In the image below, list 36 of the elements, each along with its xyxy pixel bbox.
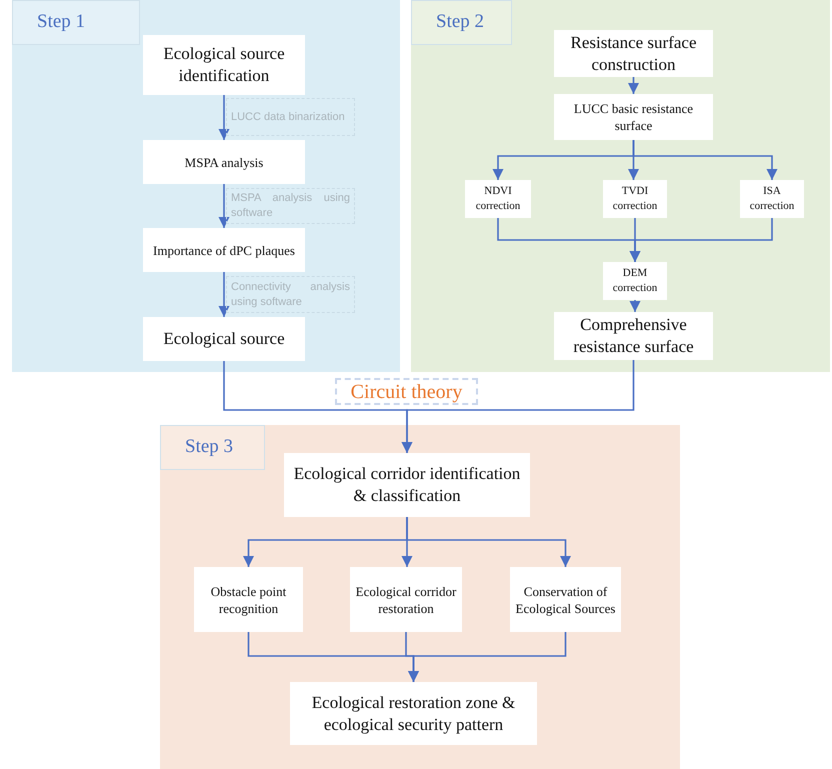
process-box: Conservation of Ecological Sources <box>510 567 621 632</box>
process-box: Ecological corridor identification & classification <box>284 453 530 517</box>
process-box: Ecological source identification <box>143 35 305 95</box>
process-box: TVDI correction <box>603 180 667 218</box>
step-panel <box>160 425 680 769</box>
process-box: Ecological corridor restoration <box>350 567 462 632</box>
process-box: Ecological restoration zone & ecological security pattern <box>290 682 537 745</box>
process-box: Ecological source <box>143 317 305 361</box>
process-box: LUCC basic resistance surface <box>554 94 713 140</box>
arrow <box>218 272 230 317</box>
edge-label: MSPA analysis using software <box>226 188 355 224</box>
step-heading: Step 3 <box>160 425 265 470</box>
process-box: Resistance surface construction <box>554 30 713 77</box>
arrow <box>406 517 571 567</box>
edge-label: Connectivity analysis using software <box>226 276 355 313</box>
arrow <box>632 140 778 180</box>
arrow <box>402 360 634 453</box>
step-heading: Step 2 <box>411 0 512 45</box>
step-panel <box>411 0 830 372</box>
edge-label: LUCC data binarization <box>226 98 355 136</box>
process-box: DEM correction <box>603 262 667 300</box>
edge-label: Circuit theory <box>335 378 478 405</box>
process-box: Obstacle point recognition <box>194 567 303 632</box>
step-panel <box>12 0 400 372</box>
arrow <box>218 184 230 228</box>
arrow <box>628 77 639 94</box>
arrow <box>408 632 566 682</box>
arrow <box>630 300 640 312</box>
process-box: Comprehensive resistance surface <box>554 312 713 360</box>
process-box: NDVI correction <box>465 180 531 218</box>
process-box: ISA correction <box>740 180 804 218</box>
arrow <box>218 95 230 140</box>
process-box: Importance of dPC plaques <box>143 228 305 272</box>
step-heading: Step 1 <box>12 0 140 45</box>
arrow <box>630 218 773 262</box>
process-box: MSPA analysis <box>143 140 305 184</box>
